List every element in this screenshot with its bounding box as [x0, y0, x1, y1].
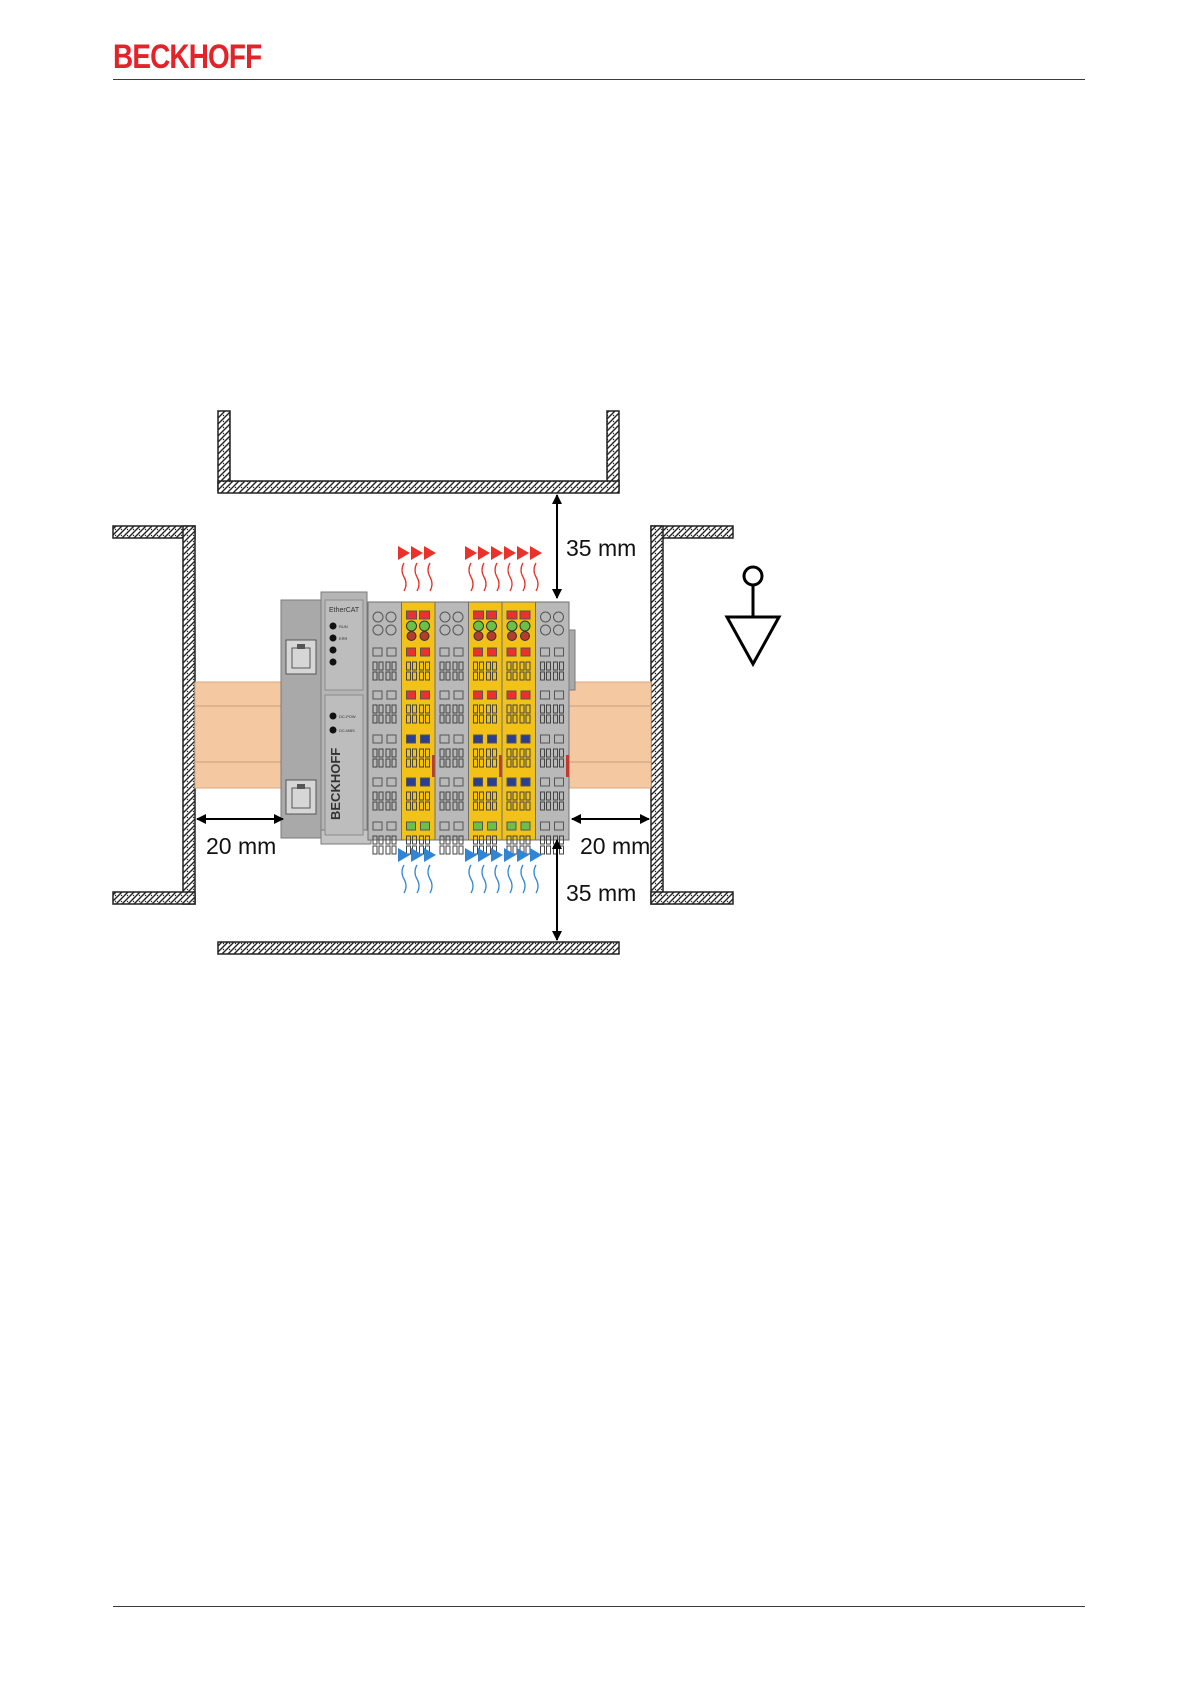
- cool-arrow-4: [465, 848, 477, 893]
- heat-arrow-8: [517, 546, 529, 591]
- heat-arrow-6: [491, 546, 503, 591]
- dimension-left: 20 mm: [197, 819, 283, 859]
- right-clearance-label: 20 mm: [580, 833, 650, 859]
- mounting-position-symbol-icon: [727, 567, 779, 664]
- terminal-block-row: [368, 602, 575, 854]
- top-cable-duct: [218, 411, 619, 493]
- led-dc-mbs-label: DC-MBS: [339, 728, 355, 733]
- cool-arrow-6: [491, 848, 503, 893]
- led-3-icon: [330, 647, 337, 654]
- standard-terminal-6: [536, 602, 570, 854]
- heat-arrow-9: [530, 546, 542, 591]
- bottom-clearance-label: 35 mm: [566, 880, 636, 906]
- heat-arrow-5: [478, 546, 490, 591]
- rj45-port-top: [286, 640, 316, 674]
- cool-arrow-8: [517, 848, 529, 893]
- standard-terminal-3: [435, 602, 469, 854]
- heat-arrow-1: [398, 546, 410, 591]
- heat-dissipation-arrows: [398, 546, 542, 591]
- led-dc-mbs-icon: [330, 727, 337, 734]
- coupler-brand: BECKHOFF: [328, 748, 343, 820]
- led-run-label: RUN: [339, 624, 348, 629]
- safety-terminal-2: [402, 602, 436, 854]
- heat-arrow-3: [424, 546, 436, 591]
- heat-arrow-7: [504, 546, 516, 591]
- safety-terminal-4: [469, 602, 503, 854]
- cool-air-inflow-arrows: [398, 848, 542, 893]
- cool-arrow-2: [411, 848, 423, 893]
- led-dc-pow-label: DC-POW: [339, 714, 356, 719]
- led-err-icon: [330, 635, 337, 642]
- ethercat-coupler: EtherCAT RUN ERR DC-POW DC-MBS BECKHOFF: [281, 592, 371, 844]
- cool-arrow-9: [530, 848, 542, 893]
- cool-arrow-1: [398, 848, 410, 893]
- coupler-title: EtherCAT: [329, 607, 360, 614]
- rj45-port-bottom: [286, 780, 316, 814]
- standard-terminal-1: [368, 602, 402, 854]
- dimension-right: 20 mm: [572, 819, 650, 859]
- end-cap: [569, 630, 575, 690]
- heat-arrow-2: [411, 546, 423, 591]
- safety-terminal-5: [502, 602, 536, 854]
- cool-arrow-7: [504, 848, 516, 893]
- cool-arrow-3: [424, 848, 436, 893]
- led-run-icon: [330, 623, 337, 630]
- led-4-icon: [330, 659, 337, 666]
- left-clearance-label: 20 mm: [206, 833, 276, 859]
- led-dc-pow-icon: [330, 713, 337, 720]
- heat-arrow-4: [465, 546, 477, 591]
- dimension-top: 35 mm: [557, 495, 636, 598]
- led-err-label: ERR: [339, 636, 348, 641]
- top-clearance-label: 35 mm: [566, 535, 636, 561]
- right-wall: [651, 526, 733, 904]
- left-wall: [113, 526, 195, 904]
- cool-arrow-5: [478, 848, 490, 893]
- bottom-cable-duct: [218, 942, 619, 954]
